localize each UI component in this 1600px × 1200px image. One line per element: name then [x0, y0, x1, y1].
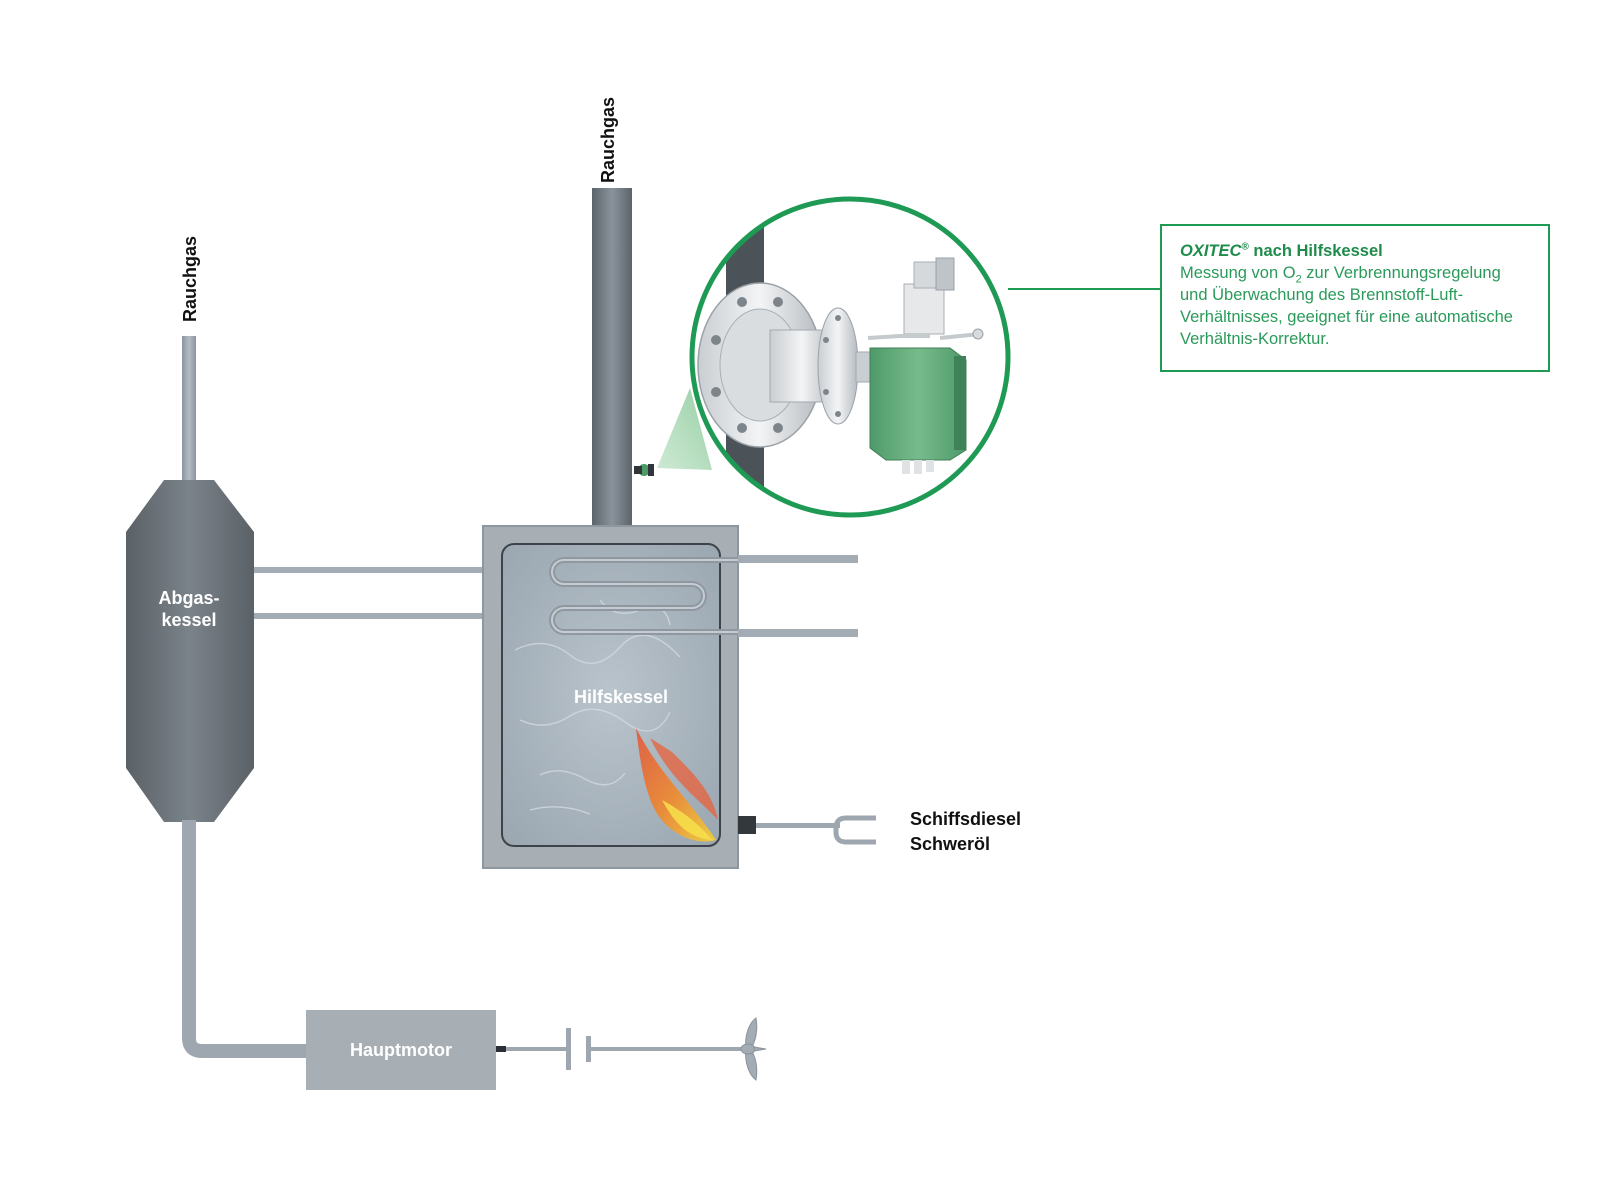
connection-pipe-lower: [254, 613, 484, 619]
hilfskessel-label: Hilfskessel: [574, 687, 668, 707]
info-line-4: Verhältnis-Korrektur.: [1180, 330, 1330, 348]
exhaust-return-pipe: [182, 820, 306, 1058]
propeller-icon: [740, 1017, 767, 1081]
rauchgas-left-label: Rauchgas: [180, 236, 200, 322]
info-brand: OXITEC: [1180, 242, 1242, 260]
burner-flame: [636, 728, 718, 842]
chimney: [592, 188, 632, 528]
coil-outlet-lower: [738, 629, 858, 637]
info-title-rest: nach Hilfskessel: [1248, 242, 1383, 260]
magnifier-ring: [689, 196, 1011, 518]
abgaskessel-label-line2: kessel: [161, 610, 216, 630]
schiffsdiesel-label: Schiffsdiesel: [910, 809, 1021, 829]
shaft-bearing-b: [586, 1036, 591, 1062]
fuel-pipe: [756, 823, 840, 828]
schweroel-label: Schweröl: [910, 834, 990, 854]
info-line-1: Messung von O2 zur Verbrennungsregelung: [1180, 264, 1501, 286]
exhaust-pipe-left: [182, 336, 196, 480]
hauptmotor-box: [306, 1010, 496, 1090]
shaft-coupling: [496, 1046, 506, 1052]
connection-pipe-upper: [254, 567, 484, 573]
burner-nozzle: [738, 816, 756, 834]
abgaskessel-vessel: [126, 480, 254, 822]
shaft-bearing-a: [566, 1028, 571, 1070]
drive-shaft-a: [506, 1047, 568, 1051]
hauptmotor-label: Hauptmotor: [350, 1040, 452, 1060]
info-brand-mark: ®: [1241, 241, 1249, 253]
info-line-3: Verhältnisses, geeignet für eine automat…: [1180, 308, 1513, 326]
sensor-closeup: [697, 199, 984, 515]
coil-outlet-upper: [738, 555, 858, 563]
fuel-fork: [833, 815, 876, 845]
drive-shaft-b: [591, 1047, 741, 1051]
rauchgas-center-label: Rauchgas: [598, 97, 618, 183]
abgaskessel-label-line1: Abgas-: [158, 588, 219, 608]
zoom-cone: [657, 388, 712, 470]
info-line-2: und Überwachung des Brennstoff-Luft-: [1180, 286, 1464, 304]
oxitec-info-box: OXITEC® nach Hilfskessel Messung von O2 …: [1160, 224, 1550, 372]
info-title: OXITEC® nach Hilfskessel: [1180, 240, 1530, 262]
hilfskessel-texture: [514, 599, 681, 815]
